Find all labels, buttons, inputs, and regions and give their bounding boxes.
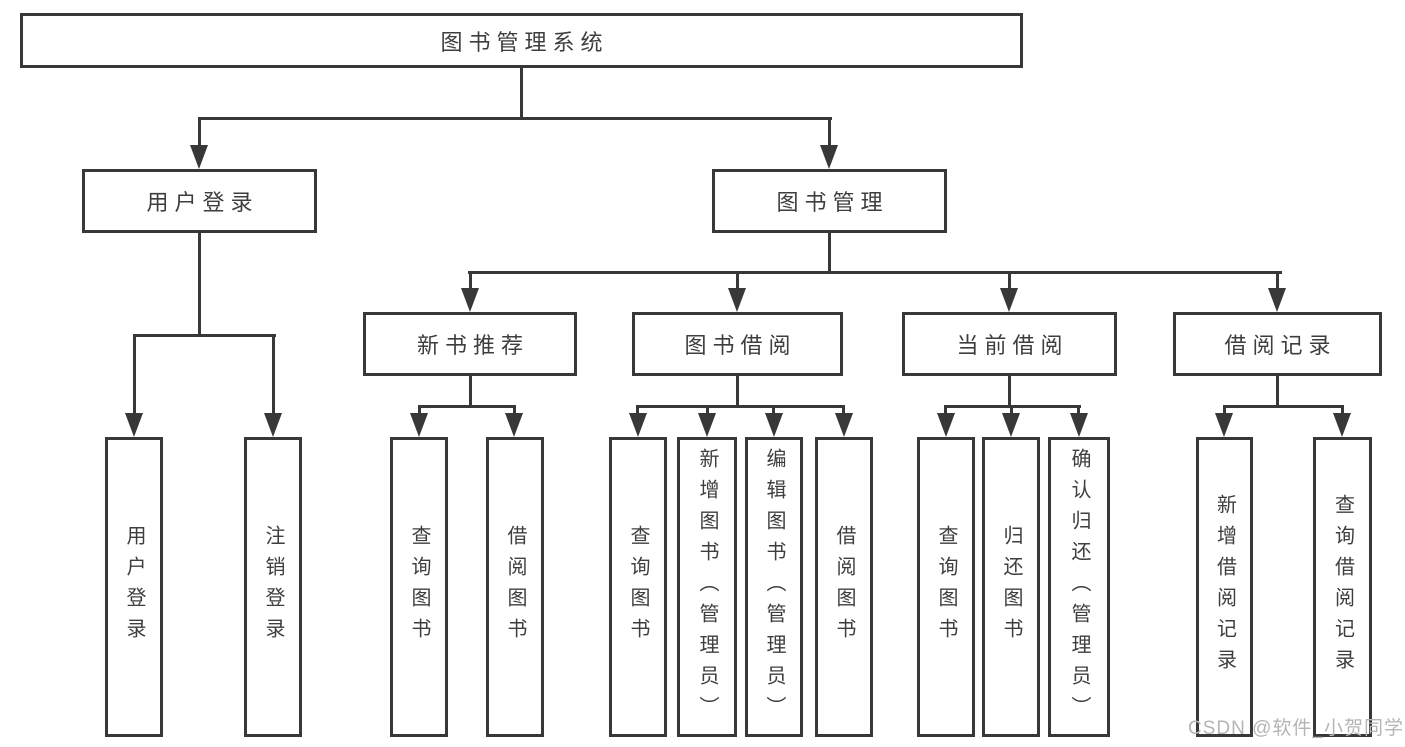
arrow-down-icon [629,413,647,437]
arrow-down-icon [125,413,143,437]
connector-line [1008,376,1011,408]
arrow-down-icon [1070,413,1088,437]
connector-line [706,405,709,416]
node-add-borrow-record: 新增借阅记录 [1196,437,1253,737]
connector-line [198,233,201,337]
connector-line [1008,271,1011,290]
arrow-down-icon [728,288,746,312]
node-user-login-leaf: 用户登录 [105,437,163,737]
node-label: 注销登录 [262,525,284,649]
connector-line [828,117,831,148]
connector-line [513,405,516,416]
node-library-management-system: 图书管理系统 [20,13,1023,68]
node-user-login: 用户登录 [82,169,317,233]
node-label: 新书推荐 [416,333,529,358]
node-label: 新增借阅记录 [1213,494,1236,680]
connector-line [772,405,775,416]
connector-line [828,233,831,274]
node-label: 图书借阅 [684,333,797,358]
connector-line [418,405,421,416]
connector-line [520,68,523,120]
node-query-books-borrowing: 查询图书 [609,437,667,737]
connector-line [418,405,516,408]
arrow-down-icon [820,145,838,169]
arrow-down-icon [937,413,955,437]
node-borrowing-records: 借阅记录 [1173,312,1382,376]
connector-line [636,405,845,408]
node-label: 借阅图书 [833,525,855,649]
connector-line [1276,376,1279,408]
connector-line [469,271,472,290]
node-new-book-recommendation: 新书推荐 [363,312,577,376]
connector-line [842,405,845,416]
watermark: CSDN @软件_小贺同学 [1188,718,1404,739]
node-label: 新增图书（管理员） [696,447,718,727]
node-label: 用户登录 [123,525,145,649]
node-label: 借阅图书 [504,525,526,649]
connector-line [736,376,739,408]
arrow-down-icon [698,413,716,437]
connector-line [736,271,739,290]
connector-line [469,376,472,408]
arrow-down-icon [461,288,479,312]
connector-line [198,117,201,148]
arrow-down-icon [765,413,783,437]
connector-line [1223,405,1226,416]
connector-line [1276,271,1279,290]
node-return-book: 归还图书 [982,437,1040,737]
node-logout: 注销登录 [244,437,302,737]
arrow-down-icon [505,413,523,437]
connector-line [198,117,832,120]
node-book-management: 图书管理 [712,169,947,233]
node-label: 图书管理系统 [440,29,609,55]
connector-line [944,405,947,416]
node-edit-book-admin: 编辑图书（管理员） [745,437,803,737]
arrow-down-icon [1002,413,1020,437]
connector-line [1010,405,1013,416]
arrow-down-icon [264,413,282,437]
connector-line [1341,405,1344,416]
node-label: 确认归还（管理员） [1068,447,1090,727]
node-borrow-books-recommend: 借阅图书 [486,437,544,737]
node-label: 编辑图书（管理员） [763,447,785,727]
arrow-down-icon [1268,288,1286,312]
connector-line [1223,405,1344,408]
arrow-down-icon [190,145,208,169]
arrow-down-icon [1333,413,1351,437]
arrow-down-icon [1215,413,1233,437]
node-book-borrowing: 图书借阅 [632,312,843,376]
node-query-borrow-record: 查询借阅记录 [1313,437,1372,737]
node-label: 借阅记录 [1224,333,1337,358]
node-query-books-recommend: 查询图书 [390,437,448,737]
node-label: 用户登录 [146,190,259,215]
node-query-books-current: 查询图书 [917,437,975,737]
node-current-borrowing: 当前借阅 [902,312,1117,376]
arrow-down-icon [835,413,853,437]
node-label: 查询图书 [935,525,957,649]
connector-line [272,334,275,416]
connector-line [133,334,276,337]
connector-line [468,271,1282,274]
node-borrow-books-borrowing: 借阅图书 [815,437,873,737]
connector-line [133,334,136,416]
node-label: 查询借阅记录 [1331,494,1354,680]
connector-line [636,405,639,416]
node-label: 图书管理 [776,190,889,215]
node-label: 查询图书 [627,525,649,649]
node-add-book-admin: 新增图书（管理员） [677,437,737,737]
node-label: 查询图书 [408,525,430,649]
arrow-down-icon [1000,288,1018,312]
connector-line [1077,405,1080,416]
node-label: 归还图书 [1000,525,1022,649]
node-label: 当前借阅 [956,333,1069,358]
arrow-down-icon [410,413,428,437]
node-confirm-return-admin: 确认归还（管理员） [1048,437,1110,737]
